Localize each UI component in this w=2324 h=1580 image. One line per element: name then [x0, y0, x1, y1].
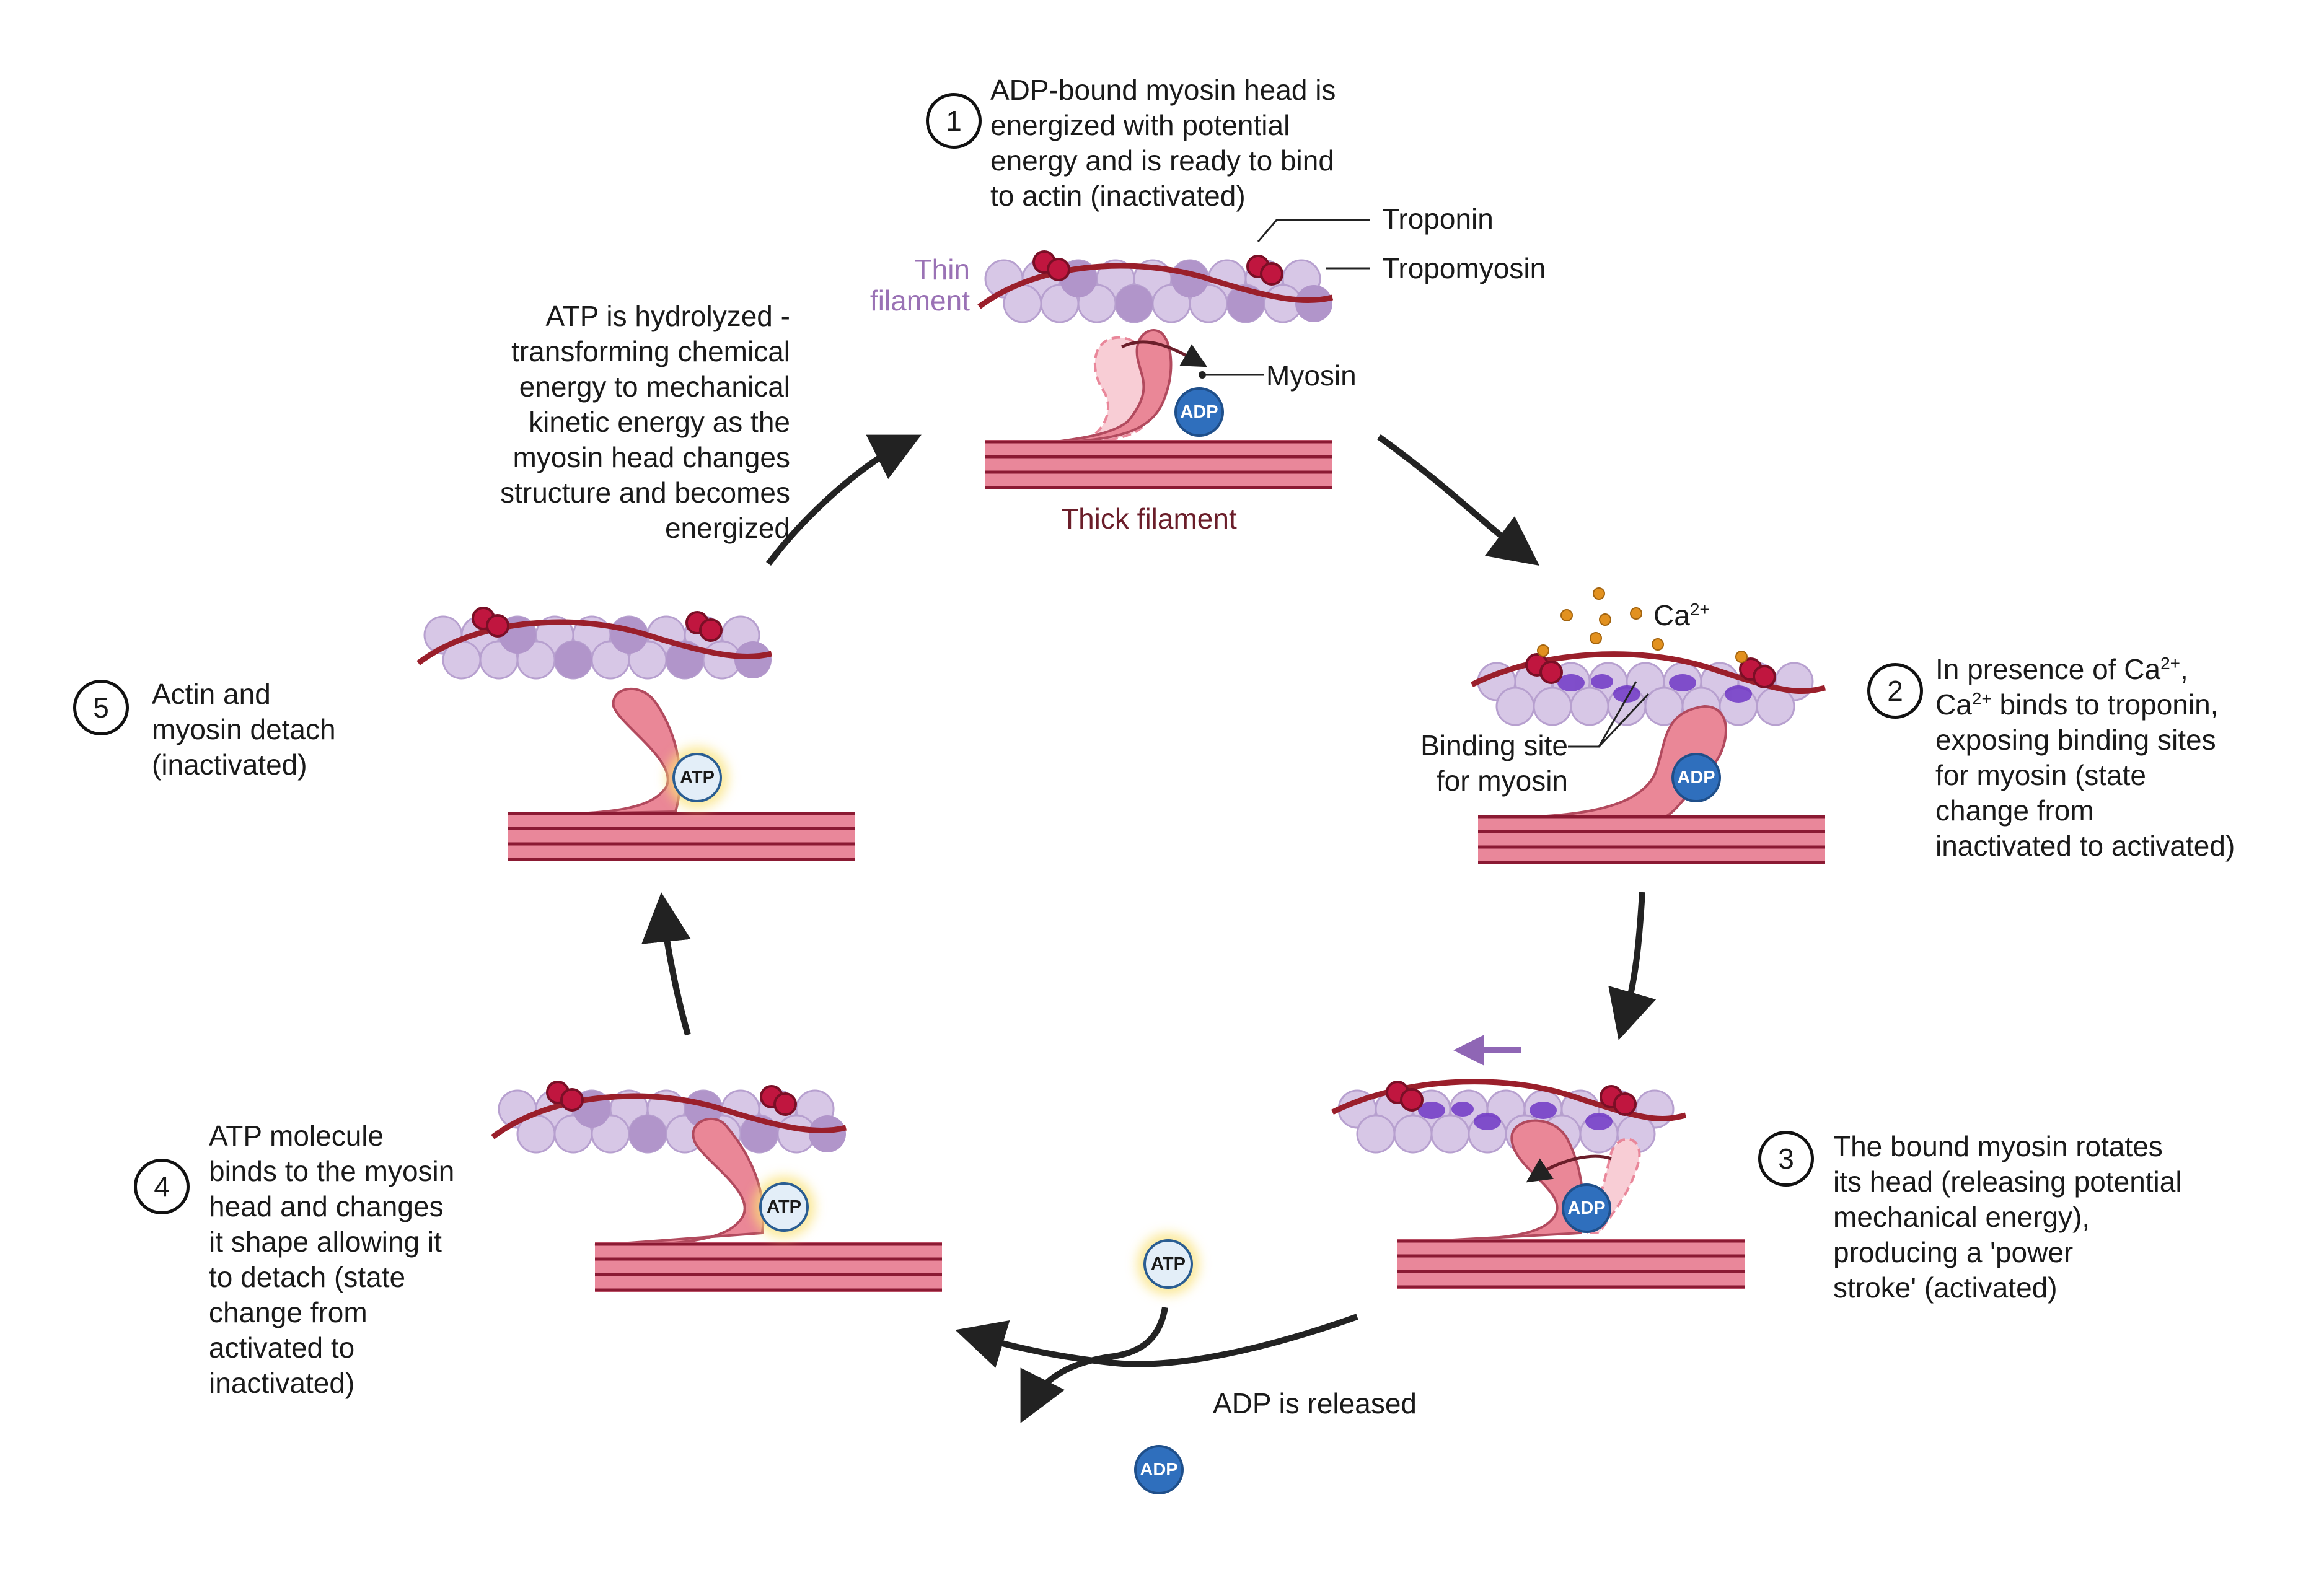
- adp-molecule-step-2: ADP: [1671, 753, 1721, 802]
- step-4-illustration: [493, 1082, 942, 1292]
- calcium-label: Ca2+: [1653, 599, 1710, 631]
- atp-molecule-step-5: ATP: [672, 753, 722, 802]
- cycle-arrows: [641, 434, 1657, 1423]
- myosin-label: Myosin: [1266, 359, 1357, 392]
- step-1-number: 1: [926, 93, 982, 149]
- adp-molecule-released: ADP: [1134, 1445, 1184, 1494]
- step-4-number: 4: [134, 1159, 190, 1214]
- step-2-illustration: [1472, 587, 1825, 864]
- step-2-text: In presence of Ca2+, Ca2+ binds to tropo…: [1935, 653, 2235, 862]
- step-5-illustration: [418, 608, 855, 861]
- atp-molecule-step-4: ATP: [759, 1182, 809, 1232]
- atp-molecule-incoming: ATP: [1143, 1239, 1193, 1289]
- troponin-label: Troponin: [1382, 203, 1494, 235]
- step-2-number: 2: [1867, 663, 1923, 719]
- adp-molecule-step-1: ADP: [1174, 387, 1224, 437]
- hydrolysis-text: ATP is hydrolyzed -transforming chemical…: [500, 300, 790, 544]
- adp-released-label: ADP is released: [1213, 1387, 1417, 1420]
- step-5-number: 5: [73, 680, 129, 735]
- adp-molecule-step-3: ADP: [1562, 1183, 1611, 1233]
- tropomyosin-label: Tropomyosin: [1382, 252, 1546, 284]
- step-3-illustration: [1332, 1035, 1745, 1289]
- thick-filament-label: Thick filament: [1061, 503, 1237, 535]
- step-3-number: 3: [1758, 1131, 1814, 1187]
- step-1-illustration: [979, 219, 1370, 489]
